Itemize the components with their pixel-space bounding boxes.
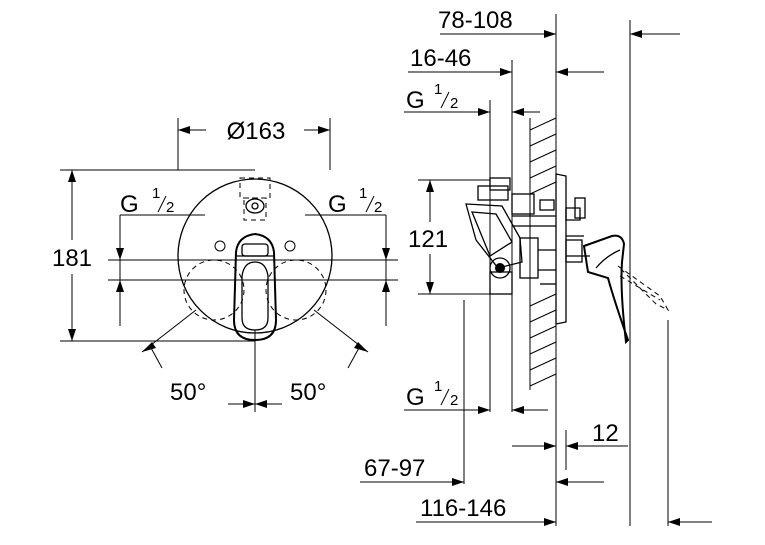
thread-dimension-right: G 1 2 — [305, 185, 390, 326]
side-view: 78-108 16-46 G 1 2 — [360, 7, 712, 526]
svg-text:1: 1 — [359, 185, 367, 202]
hidden-body — [183, 177, 327, 321]
svg-text:1: 1 — [152, 185, 160, 202]
thread-left-label: G — [120, 191, 139, 218]
depth-dimension-16-46: 16-46 — [408, 45, 604, 76]
angle-right-label: 50° — [290, 379, 326, 406]
angle-left-label: 50° — [170, 379, 206, 406]
height-dimension-121: 121 — [404, 179, 490, 295]
thread-top-label: G — [406, 87, 425, 114]
thread-dimension-left: G 1 2 — [116, 185, 205, 326]
thread-dimension-top: G 1 2 — [404, 81, 540, 116]
plate-dimension-12: 12 — [512, 420, 628, 450]
side-lever — [582, 234, 670, 345]
height-label: 181 — [52, 245, 92, 272]
diameter-dimension: Ø163 — [177, 112, 331, 170]
plate-label-12: 12 — [592, 420, 619, 447]
angle-dimensions: 50° 50° — [141, 309, 369, 412]
svg-text:2: 2 — [450, 95, 458, 112]
svg-text:2: 2 — [374, 199, 382, 216]
depth-dimension-78-108: 78-108 — [438, 7, 680, 526]
height-dimension: 181 — [40, 169, 255, 342]
valve-body — [465, 177, 556, 295]
front-view: Ø163 181 G 1 2 — [40, 112, 398, 412]
depth-label-116-146: 116-146 — [420, 495, 506, 522]
svg-text:2: 2 — [166, 199, 174, 216]
rosette-plate — [555, 173, 590, 325]
depth-label-16-46: 16-46 — [410, 45, 471, 72]
depth-dimension-116-146: 116-146 — [416, 495, 712, 526]
height-label-121: 121 — [408, 226, 448, 253]
thread-dimension-bottom: G 1 2 — [404, 378, 548, 414]
svg-text:1: 1 — [434, 81, 442, 98]
depth-label-78-108: 78-108 — [438, 7, 513, 34]
depth-label-67-97: 67-97 — [364, 455, 425, 482]
thread-bottom-label: G — [406, 384, 425, 411]
lever-handle — [232, 232, 278, 342]
thread-right-label: G — [328, 191, 347, 218]
svg-text:1: 1 — [434, 378, 442, 395]
svg-text:2: 2 — [450, 392, 458, 409]
depth-dimension-67-97: 67-97 — [360, 455, 604, 486]
diameter-label: Ø163 — [227, 118, 286, 145]
wall-hatching — [529, 117, 557, 390]
